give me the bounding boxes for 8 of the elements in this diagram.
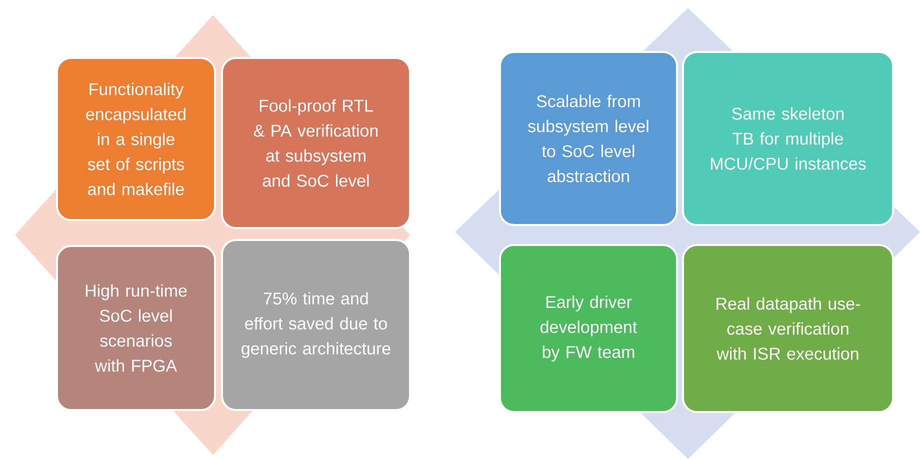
feature-box: Same skeleton TB for multiple MCU/CPU instances (682, 51, 894, 226)
feature-box: Scalable from subsystem level to SoC level abstraction (499, 51, 678, 226)
feature-box: Early driver development by FW team (499, 244, 678, 413)
feature-box: High run-time SoC level scenarios with FPGA (56, 245, 216, 411)
feature-box: Real datapath use-case verification with ISR execution (682, 244, 894, 413)
feature-box: 75% time and effort saved due to generic architecture (221, 239, 411, 411)
feature-box: Fool-proof RTL & PA verification at subsystem and SoC level (221, 57, 411, 229)
feature-box: Functionality encapsulated in a single set of scripts and makefile (56, 57, 216, 221)
